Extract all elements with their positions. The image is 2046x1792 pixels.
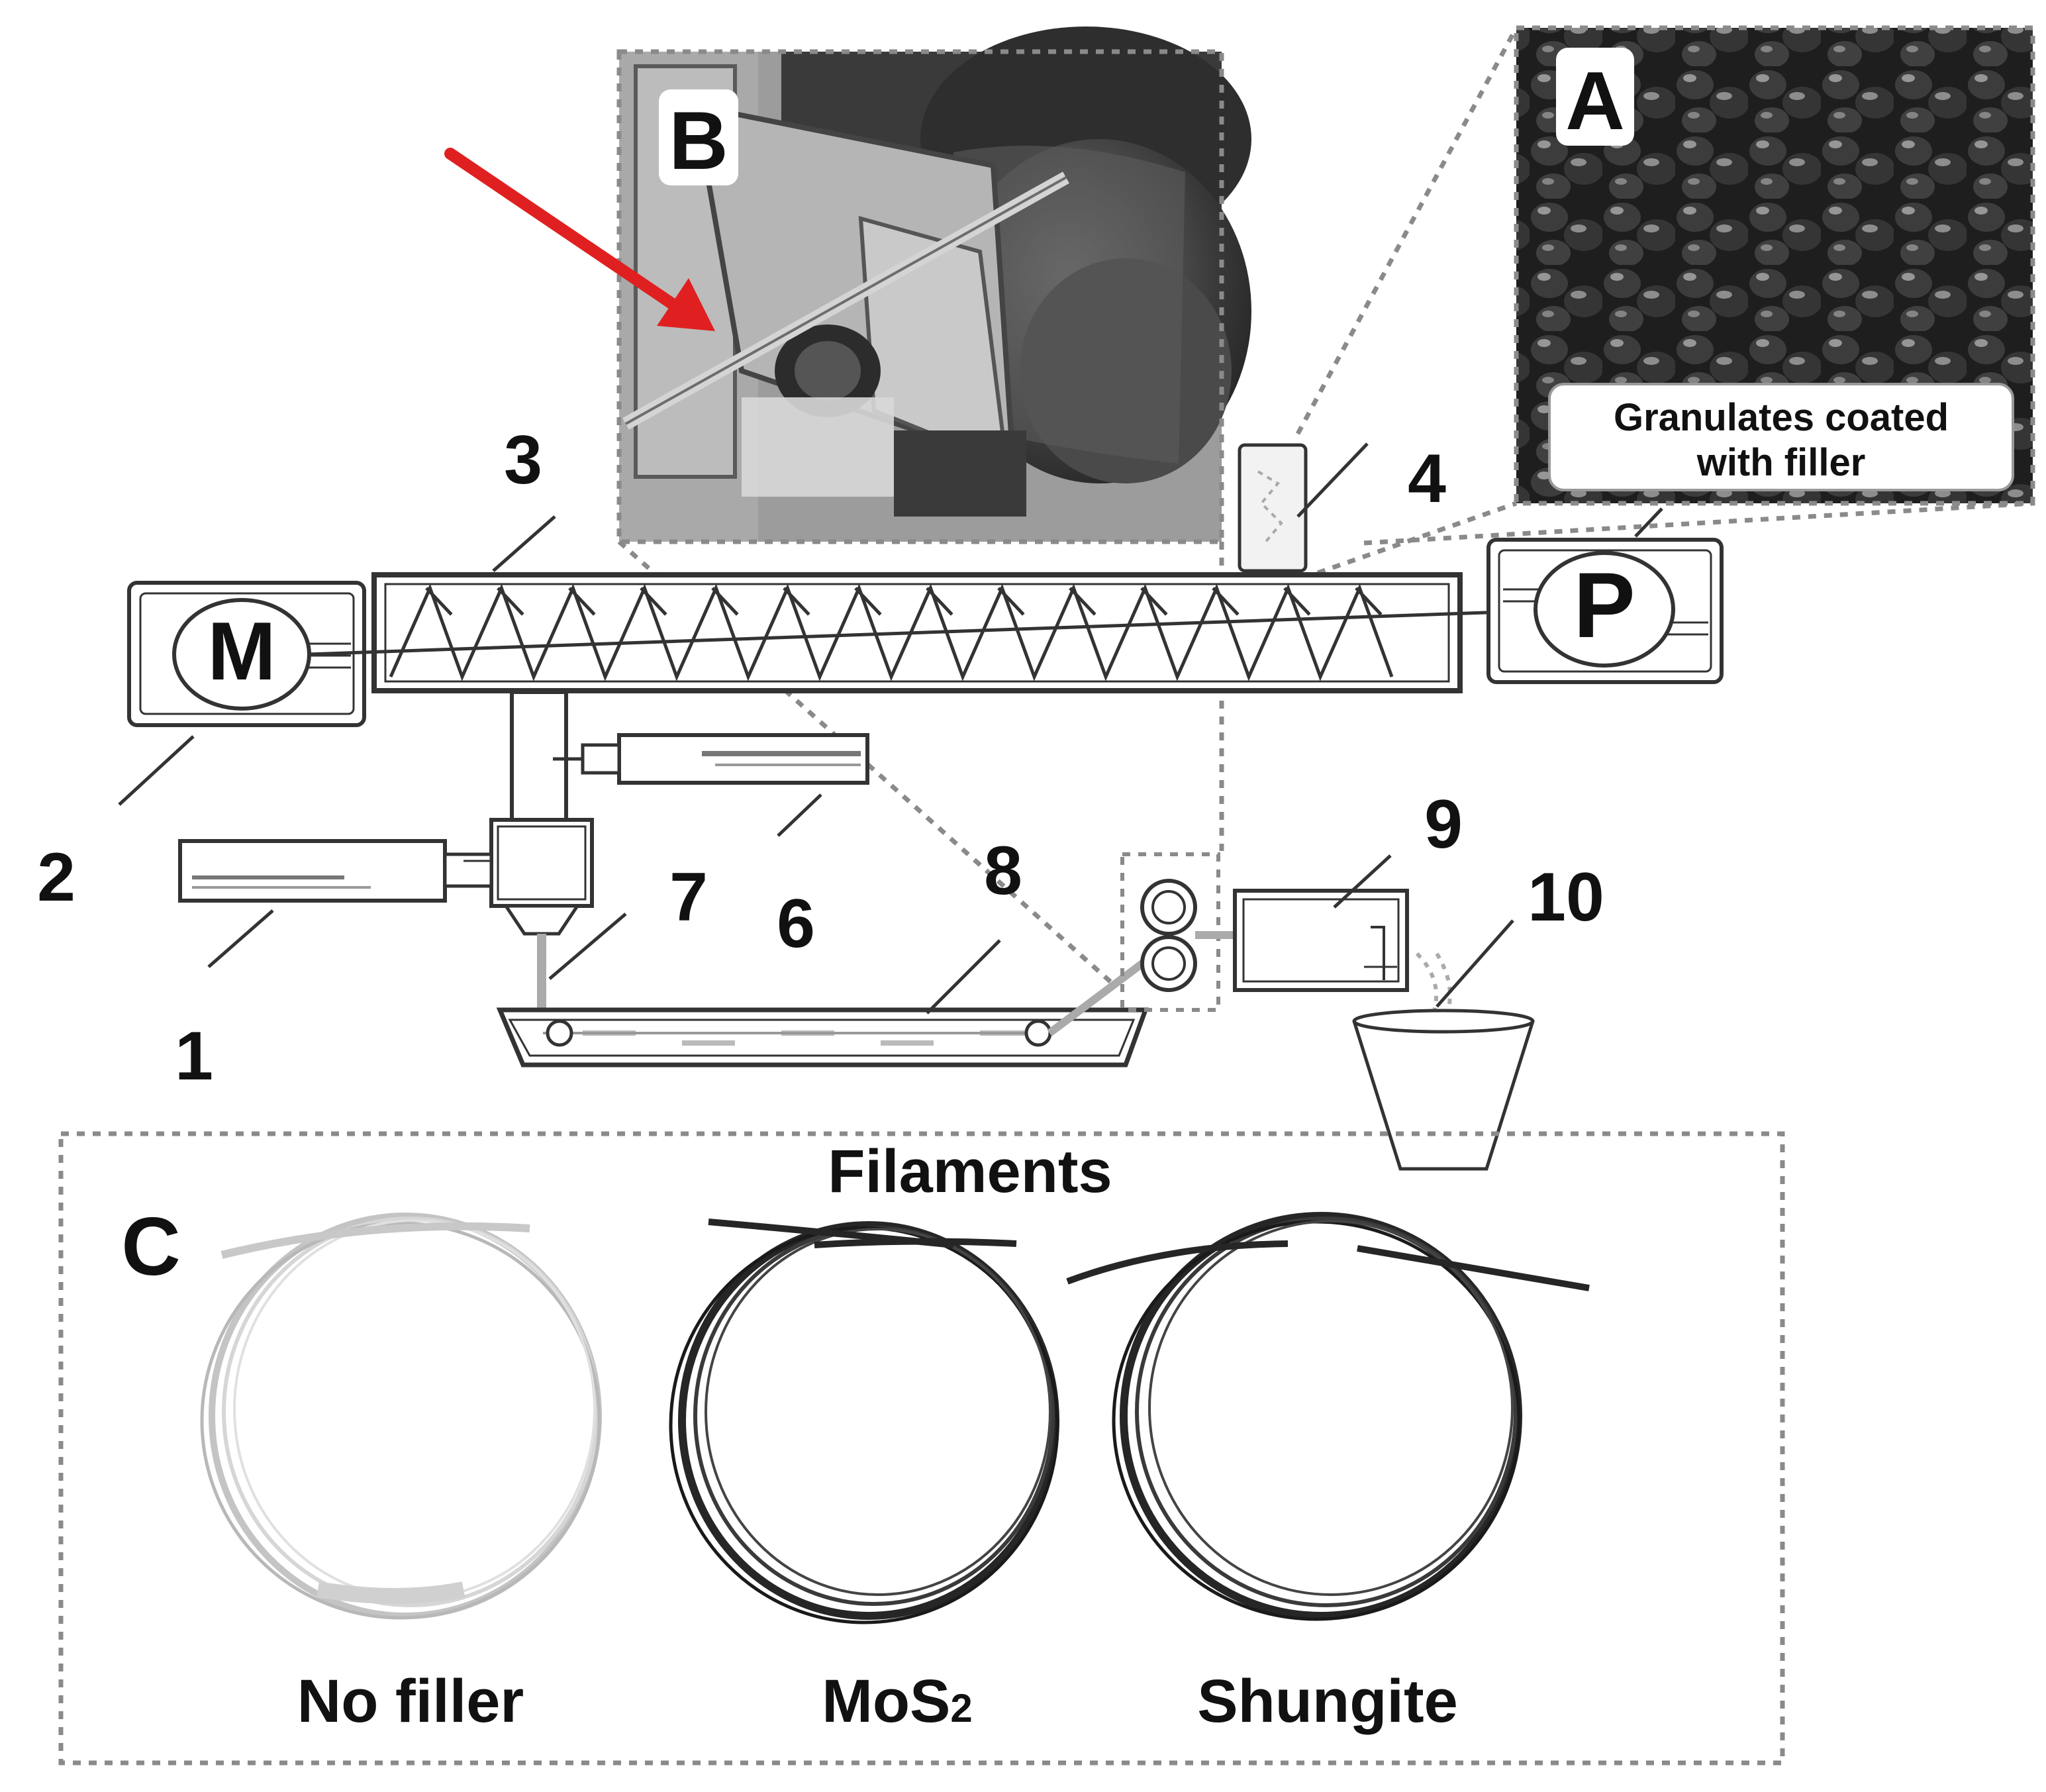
coil-label-no-filler: No filler [297,1668,524,1735]
actuator-1 [178,839,493,903]
cooling-bath [496,950,1158,1068]
panel-b-photo: B [616,26,1251,544]
label-7: 7 [669,859,708,936]
coil-mos2 [669,1219,1059,1624]
motor-unit [127,581,366,727]
label-6: 6 [777,885,815,962]
label-3: 3 [504,422,542,499]
motor-label: M [207,606,275,697]
extruder-barrel [307,572,1543,693]
coil-label-shungite: Shungite [1197,1668,1458,1735]
panel-a-photo: A Granulates coated with filler [1514,25,2035,506]
pump-unit [1486,538,1724,684]
panel-a-letter: A [1565,56,1625,147]
label-9: 9 [1424,786,1463,863]
puller-rollers [1120,852,1238,1012]
panel-b-letter: B [669,95,728,187]
extruder-schematic [127,443,1724,1171]
coil-no-filler [200,1213,602,1620]
label-8: 8 [984,832,1022,909]
panel-c-letter: C [121,1201,181,1293]
actuator-6 [553,733,869,785]
panel-c-filaments: Filaments C No fill [58,1131,1785,1766]
label-2: 2 [37,839,75,916]
granulates-caption-line1: Granulates coated [1614,396,1949,439]
pump-label: P [1573,553,1635,657]
cutter-unit [1233,889,1409,992]
coil-shungite [1066,1212,1590,1621]
die-column [489,690,594,1020]
collection-bucket [1352,952,1535,1171]
label-10: 10 [1528,859,1604,936]
filaments-title: Filaments [828,1138,1112,1205]
granulates-caption-line2: with filler [1696,441,1866,484]
red-arrow [444,148,715,331]
hopper [1238,443,1308,573]
coil-label-mos2: MoS2 [822,1668,973,1735]
label-4: 4 [1408,440,1446,517]
leader-lines [118,442,1663,1015]
label-1: 1 [175,1018,213,1095]
